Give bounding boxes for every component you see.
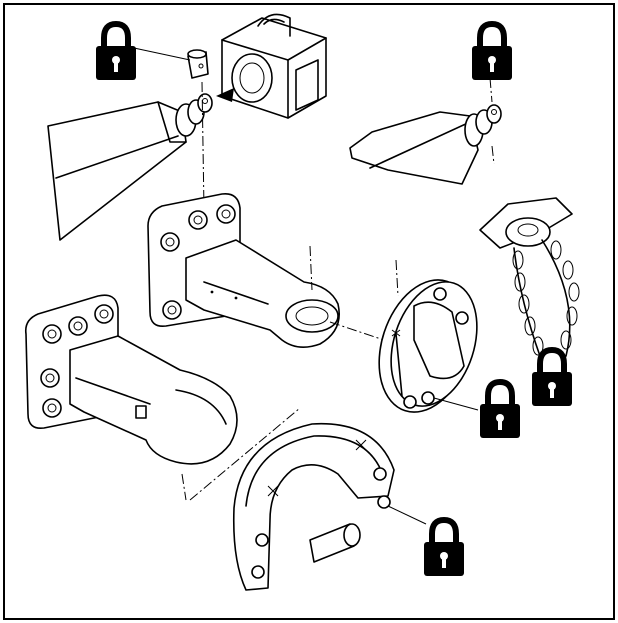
padlock-icon [532, 346, 572, 406]
half-ring-retainer [232, 422, 427, 591]
chain-lock [479, 197, 580, 357]
padlock-icon [480, 378, 520, 438]
padlock-icon [96, 20, 136, 80]
drawbar-with-clevis [47, 13, 327, 241]
padlock-icon [472, 20, 512, 80]
padlock-icon [424, 516, 464, 576]
retainer-ring [378, 259, 479, 413]
drawbar-section-right [349, 77, 502, 185]
flanged-drawbar-ball [24, 294, 301, 501]
